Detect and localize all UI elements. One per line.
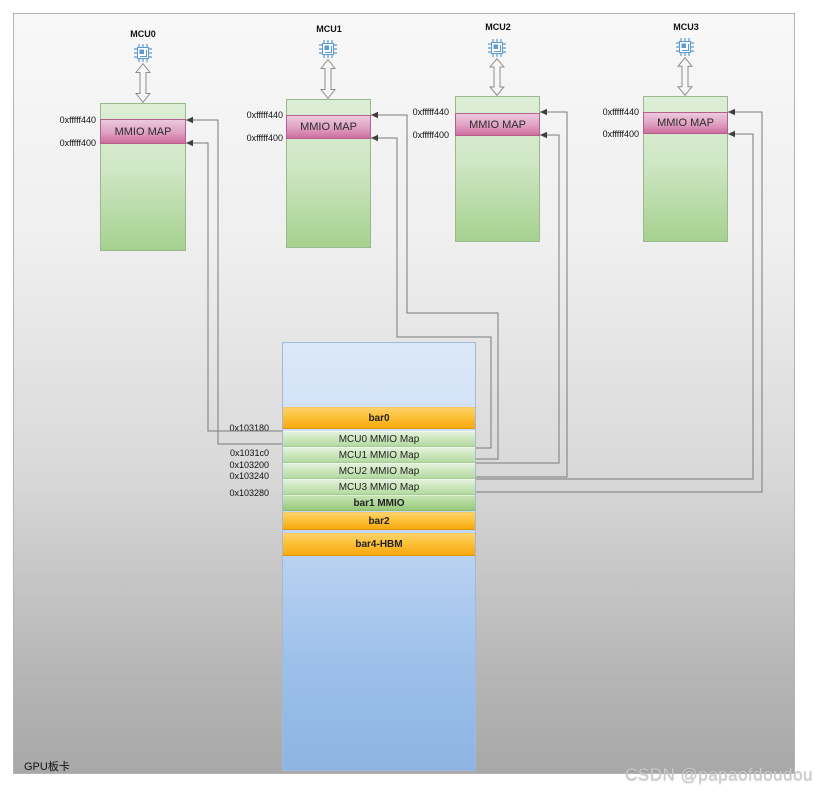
mcu0-mmio-map-region: MMIO MAP (100, 119, 186, 144)
segment-bar4-hbm: bar4-HBM (283, 533, 475, 556)
mcu3-addr-low: 0xfffff400 (602, 129, 639, 139)
mcu3-mmio-map-region: MMIO MAP (643, 112, 728, 134)
segment-bar2: bar2 (283, 512, 475, 530)
mcu0-label: MCU0 (130, 29, 156, 39)
segment-mcu2-mmio-map: MCU2 MMIO Map (283, 463, 475, 479)
mcu0-addr-high: 0xfffff440 (59, 115, 96, 125)
segment-bar1-mmio: bar1 MMIO (283, 495, 475, 511)
mcu1-addr-high: 0xfffff440 (246, 110, 283, 120)
mcu2-mmio-map-region: MMIO MAP (455, 113, 540, 136)
gpu-addr-0x103240: 0x103240 (229, 471, 269, 481)
gpu-addr-0x103180: 0x103180 (229, 423, 269, 433)
mcu0-cpu-chip-icon (134, 44, 152, 62)
gpu-addr-0x103200: 0x103200 (229, 460, 269, 470)
segment-bar0: bar0 (283, 407, 475, 429)
mcu2-memory-block: MMIO MAP (455, 96, 540, 242)
gpu-addr-0x1031c0: 0x1031c0 (229, 448, 269, 458)
mcu1-bus-double-arrow-icon (319, 58, 337, 100)
mcu0-addr-low: 0xfffff400 (59, 138, 96, 148)
mcu2-label: MCU2 (485, 22, 511, 32)
mcu2-addr-low: 0xfffff400 (412, 130, 449, 140)
segment-mcu0-mmio-map: MCU0 MMIO Map (283, 431, 475, 447)
mcu3-cpu-chip-icon (676, 38, 694, 56)
mcu2-cpu-chip-icon (488, 39, 506, 57)
mcu0-bus-double-arrow-icon (134, 62, 152, 104)
csdn-watermark: CSDN @papaofdoudou (625, 765, 813, 784)
mcu3-memory-block: MMIO MAP (643, 96, 728, 242)
mcu1-memory-block: MMIO MAP (286, 99, 371, 248)
mcu3-addr-high: 0xfffff440 (602, 107, 639, 117)
mcu1-mmio-map-region: MMIO MAP (286, 115, 371, 139)
mcu1-cpu-chip-icon (319, 40, 337, 58)
gpu-addr-0x103280: 0x103280 (229, 488, 269, 498)
mcu2-bus-double-arrow-icon (488, 57, 506, 97)
mcu0-memory-block: MMIO MAP (100, 103, 186, 251)
gpu-board-panel: MCU0 MMIO MAP 0xfffff440 0xfffff400 MCU1 (13, 13, 795, 774)
segment-mcu1-mmio-map: MCU1 MMIO Map (283, 447, 475, 463)
mcu2-addr-high: 0xfffff440 (412, 107, 449, 117)
gpu-memory-map-block: bar0 MCU0 MMIO Map MCU1 MMIO Map MCU2 MM… (282, 342, 476, 771)
mcu1-label: MCU1 (316, 24, 342, 34)
gpu-board-caption: GPU板卡 (24, 761, 70, 773)
mcu3-label: MCU3 (673, 22, 699, 32)
segment-mcu3-mmio-map: MCU3 MMIO Map (283, 479, 475, 495)
mcu1-addr-low: 0xfffff400 (246, 133, 283, 143)
mcu3-bus-double-arrow-icon (676, 56, 694, 97)
